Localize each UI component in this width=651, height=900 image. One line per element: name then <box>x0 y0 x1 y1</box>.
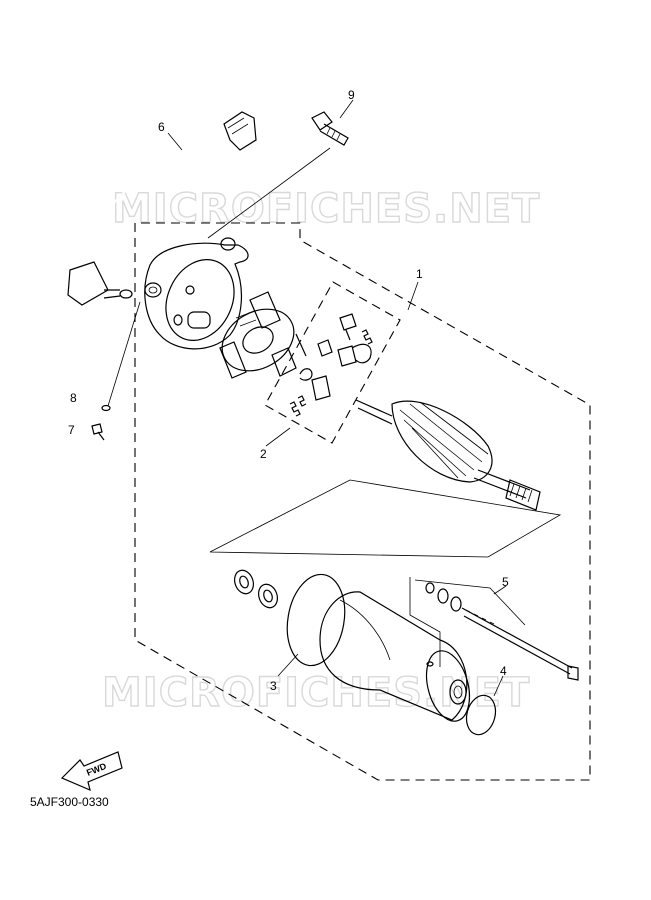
fwd-direction-arrow: FWD <box>60 751 123 792</box>
through-bolt <box>425 582 579 681</box>
watermark-bottom: MICROFICHES.NET <box>102 670 530 716</box>
washers-left <box>233 569 279 609</box>
leader-7-8 <box>107 301 141 407</box>
callout-7: 7 <box>68 423 75 437</box>
leader-3 <box>277 653 299 677</box>
callout-6: 6 <box>158 120 165 134</box>
armature <box>355 399 541 511</box>
leader-9 <box>339 99 354 119</box>
brush-set <box>295 313 372 401</box>
leader-4 <box>493 675 504 697</box>
brush-group-boundary <box>264 281 401 444</box>
washer-bracket <box>409 577 441 667</box>
callout-8: 8 <box>70 391 77 405</box>
leader-5 <box>493 585 507 595</box>
o-ring-4 <box>465 694 497 736</box>
callout-5: 5 <box>502 575 509 589</box>
callout-4: 4 <box>500 664 507 678</box>
callout-1: 1 <box>416 267 423 281</box>
diagram-code: 5AJF300-0330 <box>30 795 109 809</box>
callout-9: 9 <box>348 88 355 102</box>
leader-6 <box>167 132 183 151</box>
o-ring-3 <box>286 573 346 667</box>
bolt-bracket <box>414 579 526 626</box>
washer-8 <box>101 404 111 412</box>
leader-2 <box>265 427 291 447</box>
yoke <box>319 591 471 722</box>
assembly-boundary <box>134 222 591 781</box>
springs <box>289 329 373 417</box>
watermark-top: MICROFICHES.NET <box>112 186 540 232</box>
leader-cover <box>207 147 331 239</box>
rear-cover <box>144 237 249 350</box>
leader-1 <box>407 281 419 311</box>
screw-7 <box>91 423 105 441</box>
callout-3: 3 <box>270 679 277 693</box>
brush-holder <box>219 291 297 379</box>
armature-bracket <box>209 479 562 558</box>
lead-wire <box>67 111 257 306</box>
screw-9 <box>311 111 349 146</box>
callout-2: 2 <box>260 447 267 461</box>
